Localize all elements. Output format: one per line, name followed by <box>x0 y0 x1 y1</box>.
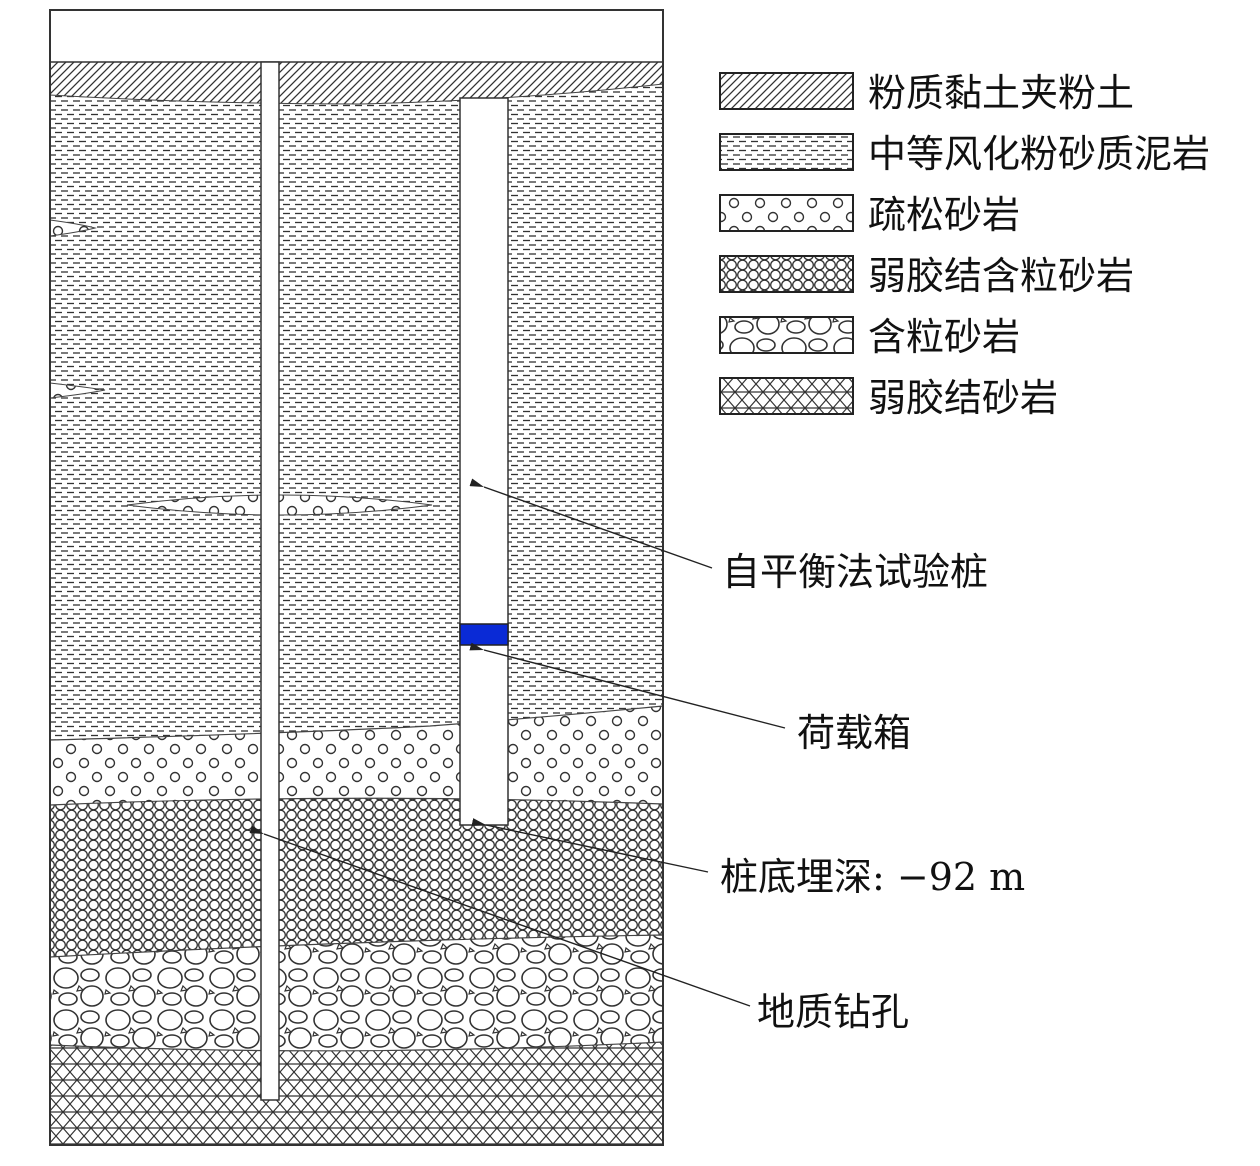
lens-sandstone-1 <box>49 219 97 237</box>
legend-item: 中等风化粉砂质泥岩 <box>719 132 1210 176</box>
leader-borehole <box>249 825 751 1007</box>
strata <box>49 9 664 1146</box>
legend-swatch-pebbles <box>719 316 854 354</box>
legend-item: 疏松砂岩 <box>719 193 1020 237</box>
leader-load-box <box>469 642 786 729</box>
legend-item: 含粒砂岩 <box>719 315 1020 359</box>
label-load-box: 荷载箱 <box>797 711 911 755</box>
legend-swatch-circles <box>719 194 854 232</box>
legend-label: 疏松砂岩 <box>868 193 1020 237</box>
load-box <box>459 623 509 646</box>
legend-label: 粉质黏土夹粉土 <box>868 71 1134 115</box>
legend-label: 含粒砂岩 <box>868 315 1020 359</box>
annotations: 自平衡法试验桩 荷载箱 桩底埋深: −92 m 地质钻孔 <box>720 550 1025 1034</box>
legend-swatch-packed <box>719 255 854 293</box>
legend: 粉质黏土夹粉土 中等风化粉砂质泥岩 疏松砂岩 弱胶结含粒砂岩 含粒砂岩 弱胶结砂… <box>719 71 1210 420</box>
legend-swatch-hatch <box>719 72 854 110</box>
legend-swatch-dashes <box>719 133 854 171</box>
lens-sandstone-2 <box>49 382 106 399</box>
legend-label: 中等风化粉砂质泥岩 <box>868 132 1210 176</box>
legend-label: 弱胶结砂岩 <box>868 376 1058 420</box>
legend-label: 弱胶结含粒砂岩 <box>868 254 1134 298</box>
annotation-leaders <box>249 478 786 1007</box>
legend-swatch-crosshatch <box>719 377 854 415</box>
leader-test-pile <box>469 478 713 569</box>
legend-item: 弱胶结含粒砂岩 <box>719 254 1134 298</box>
legend-item: 弱胶结砂岩 <box>719 376 1058 420</box>
geological-borehole <box>260 61 280 1101</box>
label-pile-depth: 桩底埋深: −92 m <box>720 855 1025 899</box>
test-pile <box>459 97 509 826</box>
profile-frame <box>49 9 664 1146</box>
legend-item: 粉质黏土夹粉土 <box>719 71 1134 115</box>
layer-weak-cemented-sandstone <box>49 1041 664 1146</box>
label-borehole: 地质钻孔 <box>757 990 909 1034</box>
leader-pile-depth <box>471 818 709 873</box>
label-test-pile: 自平衡法试验桩 <box>722 550 988 594</box>
